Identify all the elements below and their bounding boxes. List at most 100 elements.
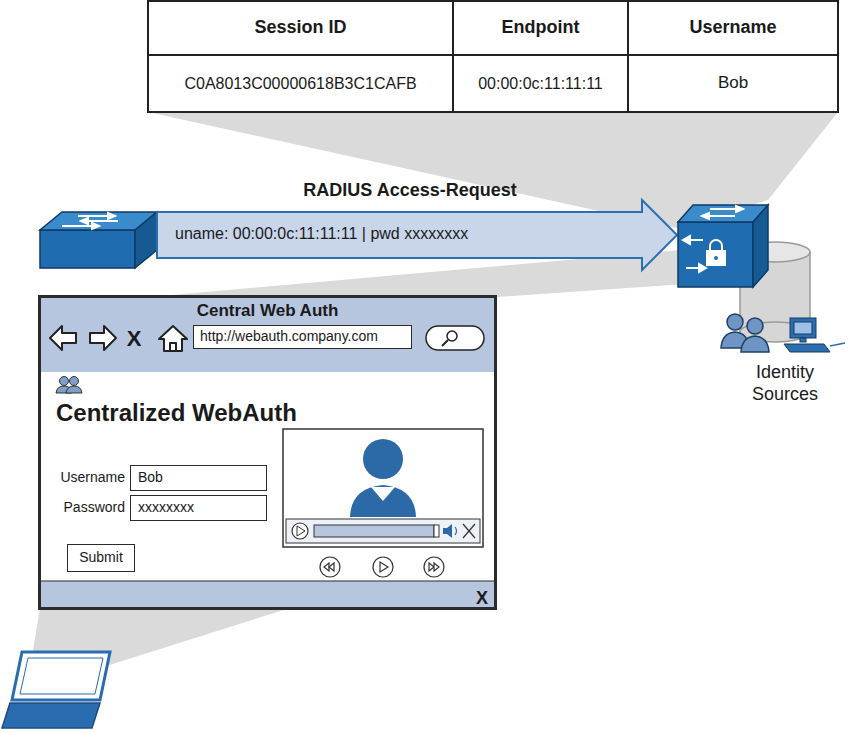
- browser-window-part-part: [159, 326, 187, 351]
- field-label: RADIUS Access-Request: [253, 180, 567, 202]
- radius-arrow-box: RADIUS Access-Request uname: 00:00:0c:11:…: [157, 183, 679, 271]
- ise-switch-part: [678, 222, 753, 287]
- browser-window: [40, 297, 496, 609]
- laptop-icon-part: [12, 652, 110, 700]
- radius-arrow: [157, 200, 677, 270]
- computer-icon-part: [800, 338, 806, 342]
- session-table-part: [148, 1, 838, 112]
- browser-window: Central Web Authhttp://webauth.company.c…: [38, 295, 497, 610]
- address-bar: http://webauth.company.com: [193, 325, 412, 349]
- computer-icon: [784, 318, 845, 352]
- ise-switch-part-part: [710, 240, 722, 251]
- browser-window-part-part: [60, 377, 69, 386]
- access-switch: [40, 212, 157, 268]
- access-switch-part: [62, 213, 118, 229]
- browser-window-part-part: [90, 326, 116, 350]
- browser-window-part: [363, 439, 403, 479]
- ise-switch: [678, 205, 768, 287]
- people-icon-part: [747, 318, 763, 334]
- table-cell: C0A8013C00000618B3C1CAFB: [148, 55, 453, 112]
- browser-window-part-part: [463, 524, 475, 538]
- ise-switch-part: [683, 206, 743, 272]
- browser-window-part: [463, 524, 475, 538]
- browser-window-part-part: [373, 557, 393, 577]
- ise-switch-part-part: [699, 264, 706, 272]
- browser-window-part: [40, 297, 496, 609]
- table-cell: Bob: [628, 55, 838, 112]
- browser-window-part-part: [170, 343, 176, 351]
- browser-window-part: [56, 377, 82, 394]
- browser-window-part-part: [320, 557, 340, 577]
- browser-window-part: [292, 523, 308, 539]
- input-field: UsernameBob: [130, 465, 267, 491]
- access-switch-part-part: [78, 215, 112, 217]
- identity-sources: Identity Sources: [722, 362, 848, 410]
- node-text: Submit: [73, 545, 129, 570]
- browser-window-part-part: [434, 563, 439, 571]
- access-switch-part: [40, 230, 135, 268]
- people-icon: [721, 314, 769, 352]
- laptop-icon-part: [20, 658, 103, 694]
- ise-switch-part-part: [707, 251, 725, 265]
- stop-button: X: [124, 326, 144, 352]
- computer-icon-part: [784, 344, 830, 352]
- ise-switch-part-part: [702, 213, 709, 219]
- browser-window-part: [443, 524, 452, 538]
- browser-window-part-part: [463, 524, 475, 538]
- node-text: xxxxxxxx: [131, 496, 201, 519]
- table-header: Endpoint: [453, 0, 628, 55]
- access-switch-part: [135, 212, 157, 268]
- node-text: uname: 00:00:0c:11:11:11 | pwd xxxxxxxx: [175, 224, 468, 243]
- radius-arrow-part: [157, 200, 677, 270]
- browser-window-part: [297, 526, 305, 536]
- browser-window-part: [286, 519, 480, 543]
- browser-window-part: [320, 557, 444, 577]
- access-switch-part-part: [81, 218, 88, 224]
- computer-icon-part: [794, 322, 812, 334]
- computer-icon-part: [830, 343, 845, 346]
- submit-button: Submit: [67, 544, 135, 572]
- table-cell: 00:00:0c:11:11:11: [453, 55, 628, 112]
- page-heading: Centralized WebAuth: [56, 397, 316, 429]
- browser-window-part: [434, 525, 439, 537]
- access-switch-part-part: [84, 220, 118, 222]
- people-icon-part: [727, 314, 743, 330]
- browser-window-part: [314, 525, 434, 537]
- field-label: Username: [60, 469, 125, 486]
- computer-icon-part: [790, 318, 816, 338]
- ise-switch-part-part: [736, 206, 743, 212]
- field-label: Password: [64, 499, 125, 516]
- browser-window-part: [455, 527, 457, 535]
- callout-funnel: [30, 112, 838, 668]
- input-field: Passwordxxxxxxxx: [130, 495, 267, 521]
- laptop-icon-part: [2, 703, 100, 728]
- browser-window-part: [350, 485, 416, 517]
- session-table-part: [148, 54, 838, 56]
- browser-window-part-part: [429, 563, 434, 571]
- ise-switch-part: [753, 205, 768, 287]
- browser-window-part-part: [442, 340, 448, 346]
- browser-window-part-part: [426, 326, 484, 350]
- node-text: Bob: [131, 466, 170, 489]
- browser-window-part: [283, 429, 483, 547]
- laptop-icon: [2, 652, 110, 728]
- table-header: Session ID: [148, 0, 453, 55]
- table-header: Username: [628, 0, 838, 55]
- browser-window-part: [41, 581, 494, 607]
- browser-window-part-part: [424, 557, 444, 577]
- browser-window-part: [371, 487, 395, 501]
- people-icon-part: [741, 336, 769, 352]
- node-text: http://webauth.company.com: [194, 326, 384, 347]
- browser-window-part-part: [380, 562, 388, 572]
- browser-window-part: [50, 326, 484, 351]
- access-switch-part-part: [108, 213, 115, 219]
- browser-window-part-part: [66, 386, 82, 393]
- ise-switch-part-part: [683, 236, 690, 244]
- session-table: [148, 1, 838, 112]
- session-table-part: [627, 1, 629, 112]
- browser-window-part-part: [70, 377, 79, 386]
- browser-window-part-part: [329, 563, 334, 571]
- session-table-part: [452, 1, 454, 112]
